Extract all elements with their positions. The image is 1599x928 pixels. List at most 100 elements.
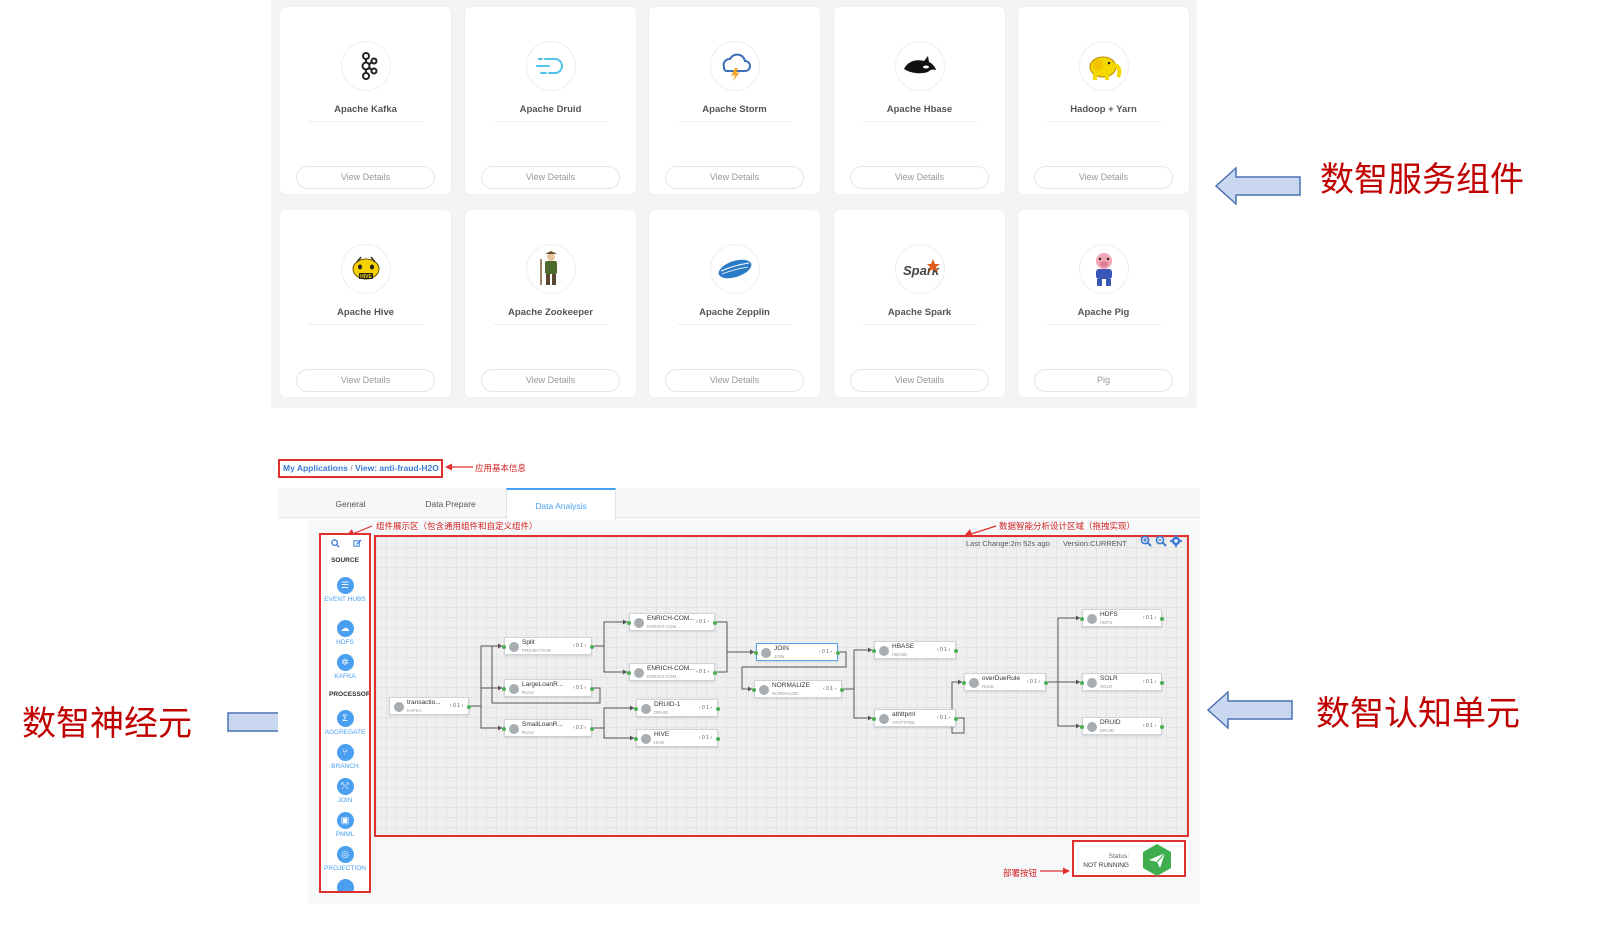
flow-edges xyxy=(471,615,1080,741)
view-details-button[interactable]: View Details xyxy=(296,166,435,189)
input-port[interactable] xyxy=(1080,617,1084,621)
input-port[interactable] xyxy=(634,737,638,741)
palette-item-more[interactable] xyxy=(321,879,369,891)
tab-general[interactable]: General xyxy=(335,499,366,509)
deploy-button[interactable] xyxy=(1140,843,1174,877)
input-port[interactable] xyxy=(627,621,631,625)
edge-arrowhead xyxy=(623,669,627,675)
event-hubs-icon: ☰ xyxy=(336,577,354,594)
tab-data-prepare[interactable]: Data Prepare xyxy=(425,499,476,509)
input-port[interactable] xyxy=(502,645,506,649)
node-type-icon xyxy=(509,684,519,694)
input-port[interactable] xyxy=(752,688,756,692)
output-port[interactable] xyxy=(467,705,471,709)
palette-item-event-hubs[interactable]: ☰ EVENT HUBS xyxy=(321,577,369,604)
palette-item-hdfs[interactable]: ☁ HDFS xyxy=(321,620,369,647)
deploy-annotation: 部署按钮 xyxy=(1003,868,1038,878)
output-port[interactable] xyxy=(590,727,594,731)
input-port[interactable] xyxy=(754,651,758,655)
node-title: HBASE xyxy=(892,643,915,650)
svg-text:HIVE: HIVE xyxy=(360,274,372,280)
flow-node-large[interactable]: LargeLoanR...RULE‹ 0 1 › xyxy=(502,679,594,697)
node-title: transactio... xyxy=(407,699,441,706)
palette-item-join[interactable]: ⤲ JOIN xyxy=(321,778,369,805)
input-port[interactable] xyxy=(627,671,631,675)
input-port[interactable] xyxy=(1080,725,1084,729)
node-count: ‹ 0 1 › xyxy=(1142,615,1156,621)
node-title: athttpml xyxy=(892,711,916,718)
output-port[interactable] xyxy=(840,688,844,692)
input-port[interactable] xyxy=(872,717,876,721)
palette-item-kafka[interactable]: ✲ KAFKA xyxy=(321,654,369,681)
node-type: DRUID xyxy=(1100,728,1115,733)
breadcrumb-root-link[interactable]: My Applications xyxy=(283,463,348,473)
input-port[interactable] xyxy=(1080,681,1084,685)
view-details-button[interactable]: View Details xyxy=(850,166,989,189)
more-icon xyxy=(336,879,354,891)
node-type: HDFS xyxy=(1100,620,1113,625)
zoom-in-icon[interactable] xyxy=(1140,535,1152,550)
view-details-button[interactable]: View Details xyxy=(665,166,804,189)
palette-item-projection[interactable]: ◎ PROJECTION xyxy=(321,846,369,873)
edit-icon[interactable] xyxy=(353,539,363,549)
input-port[interactable] xyxy=(502,727,506,731)
breadcrumb-current[interactable]: View: anti-fraud-H2O xyxy=(354,463,439,473)
output-port[interactable] xyxy=(713,621,717,625)
view-details-button[interactable]: Pig xyxy=(1034,369,1173,392)
output-port[interactable] xyxy=(1160,725,1164,729)
flow-node-small[interactable]: SmallLoanR...RULE‹ 0 2 › xyxy=(502,719,594,737)
view-details-button[interactable]: View Details xyxy=(481,369,620,392)
output-port[interactable] xyxy=(716,707,720,711)
view-details-button[interactable]: View Details xyxy=(1034,166,1173,189)
palette-item-branch[interactable]: ⑂ BRANCH xyxy=(321,744,369,771)
view-details-button[interactable]: View Details xyxy=(296,369,435,392)
gear-icon[interactable] xyxy=(1170,535,1182,550)
input-port[interactable] xyxy=(502,687,506,691)
input-port[interactable] xyxy=(872,649,876,653)
view-details-button[interactable]: View Details xyxy=(481,166,620,189)
view-details-button[interactable]: View Details xyxy=(665,369,804,392)
palette-item-label: KAFKA xyxy=(334,673,356,680)
output-port[interactable] xyxy=(954,717,958,721)
output-port[interactable] xyxy=(954,649,958,653)
flow-node-enrich2[interactable]: ENRICH-COM...ENRICH-COM...‹ 0 1 › xyxy=(627,663,717,681)
tab-bar: General Data Prepare Data Analysis xyxy=(278,488,1200,519)
view-details-button[interactable]: View Details xyxy=(850,369,989,392)
output-port[interactable] xyxy=(716,737,720,741)
storm-logo-icon xyxy=(710,41,760,91)
input-port[interactable] xyxy=(962,681,966,685)
output-port[interactable] xyxy=(713,671,717,675)
output-port[interactable] xyxy=(1160,681,1164,685)
zoom-out-icon[interactable] xyxy=(1155,535,1167,550)
output-port[interactable] xyxy=(1160,617,1164,621)
flow-node-transaction[interactable]: transactio...KAFKA‹ 0 1 › xyxy=(389,697,471,715)
input-port[interactable] xyxy=(634,707,638,711)
output-port[interactable] xyxy=(1044,681,1048,685)
output-port[interactable] xyxy=(836,651,840,655)
palette-item-pmml[interactable]: ▣ PMML xyxy=(321,812,369,839)
node-title: DRUID-1 xyxy=(654,701,681,708)
node-type-icon xyxy=(969,678,979,688)
palette-item-aggregate[interactable]: Σ AGGREGATE xyxy=(321,710,369,737)
red-arrow-icon xyxy=(964,525,997,536)
tab-data-analysis[interactable]: Data Analysis xyxy=(506,488,616,519)
search-icon[interactable] xyxy=(331,539,341,549)
output-port[interactable] xyxy=(590,645,594,649)
output-port[interactable] xyxy=(590,687,594,691)
service-name: Apache Kafka xyxy=(334,104,397,115)
flow-node-enrich1[interactable]: ENRICH-COM...ENRICH-COM...‹ 0 1 › xyxy=(627,613,717,631)
